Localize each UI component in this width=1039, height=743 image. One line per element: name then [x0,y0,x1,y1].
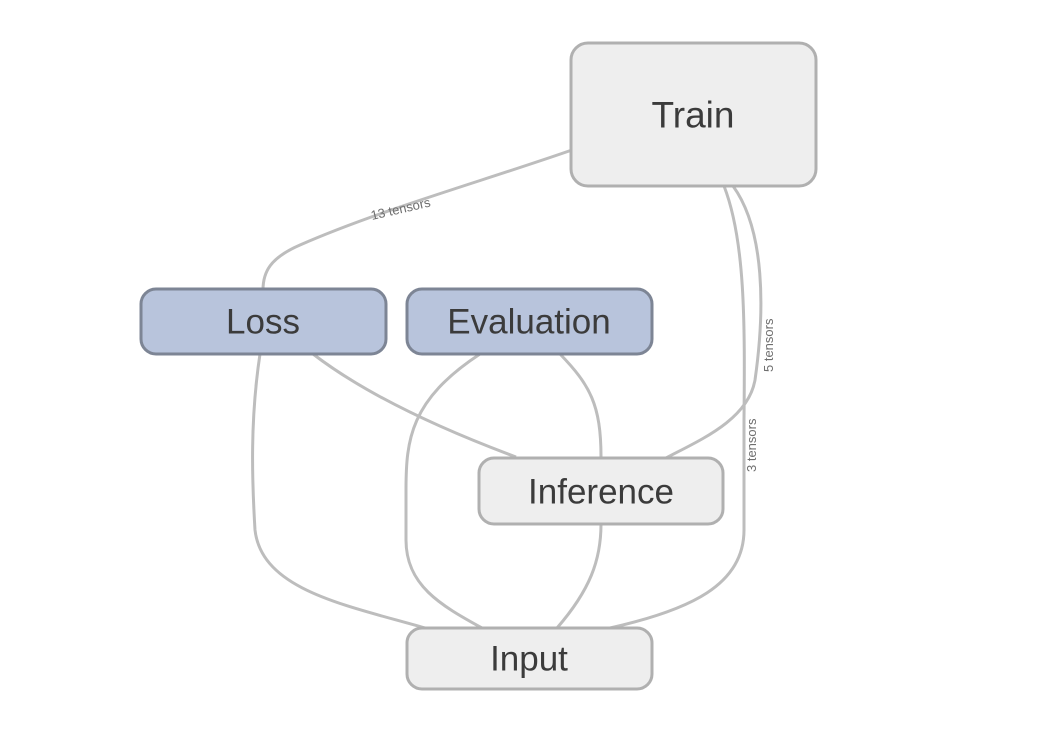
node-evaluation-label: Evaluation [447,303,610,342]
node-loss-box [139,287,388,356]
node-inference-label: Inference [528,473,674,512]
edge-evaluation-inference [558,352,603,458]
node-input[interactable]: Input [405,626,654,691]
node-loss-label: Loss [226,303,300,342]
edge-evaluation-input [404,352,483,630]
node-train-label: Train [652,95,735,136]
node-train-box [569,41,818,188]
edge-label-train-loss: 13 tensors [369,195,432,223]
node-evaluation[interactable]: Evaluation [405,287,654,356]
node-inference[interactable]: Inference [477,456,725,526]
node-loss[interactable]: Loss [139,287,388,356]
edge-train-loss [261,148,573,291]
node-inference-box [477,456,725,526]
node-input-label: Input [490,640,568,679]
edge-train-inference [665,185,763,460]
edge-loss-inference [312,352,517,459]
node-input-box [405,626,654,691]
edges: 13 tensors 5 tensors 3 tensors [251,148,776,630]
node-train[interactable]: Train [569,41,818,188]
node-evaluation-box [405,287,654,356]
edge-label-train-input: 3 tensors [744,418,759,472]
edge-inference-input [555,523,603,629]
edge-label-train-inference: 5 tensors [761,318,776,372]
edge-train-input [609,185,746,630]
edge-loss-input [251,353,426,630]
